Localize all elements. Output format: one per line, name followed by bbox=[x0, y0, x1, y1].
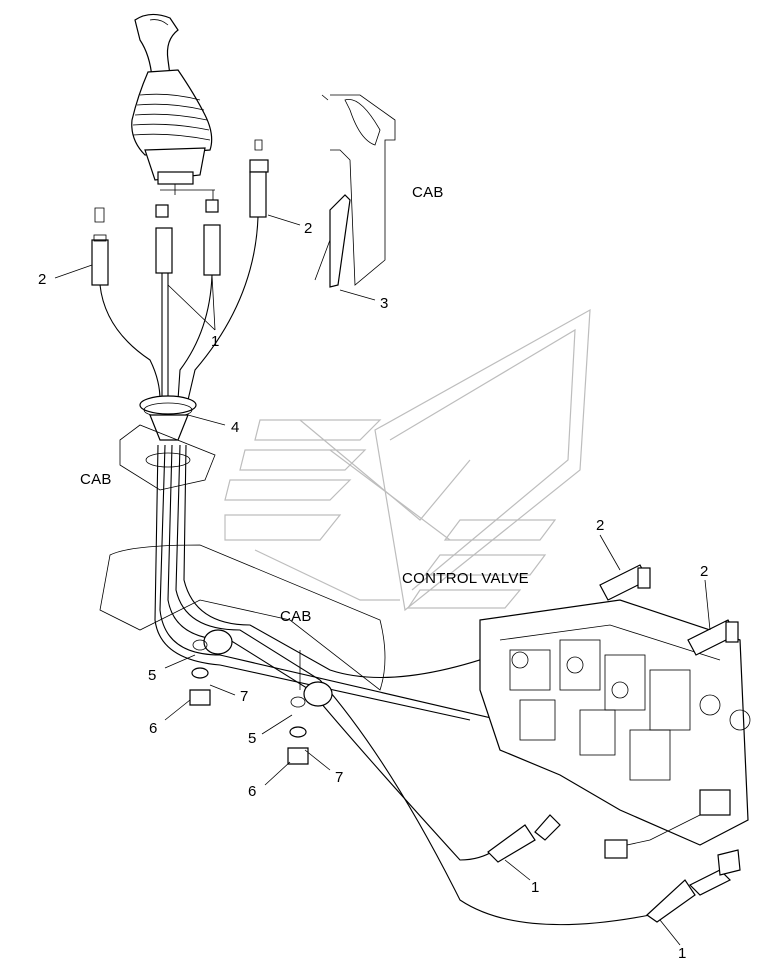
callout-2-cv-a: 2 bbox=[596, 517, 604, 534]
callout-5-b: 5 bbox=[248, 730, 256, 747]
joystick-lever bbox=[131, 13, 215, 200]
grommet bbox=[139, 395, 197, 468]
leader-lines bbox=[54, 214, 711, 946]
label-cab-mid: CAB bbox=[280, 608, 312, 625]
callout-2-left: 2 bbox=[38, 271, 46, 288]
label-cab-top: CAB bbox=[412, 184, 444, 201]
callout-3: 3 bbox=[380, 295, 388, 312]
callout-1-top: 1 bbox=[211, 333, 219, 350]
callout-7-a: 7 bbox=[240, 688, 248, 705]
watermark-logo bbox=[224, 308, 591, 612]
callout-2-top: 2 bbox=[304, 220, 312, 237]
label-cab-left: CAB bbox=[80, 471, 112, 488]
cab-floor-section bbox=[99, 424, 386, 691]
control-valve bbox=[479, 599, 751, 859]
top-connectors bbox=[91, 139, 269, 286]
callout-4: 4 bbox=[231, 419, 239, 436]
callout-6-b: 6 bbox=[248, 783, 256, 800]
callout-1-cv-a: 1 bbox=[531, 879, 539, 896]
label-control-valve: CONTROL VALVE bbox=[402, 570, 529, 587]
callout-6-a: 6 bbox=[149, 720, 157, 737]
callout-2-cv-b: 2 bbox=[700, 563, 708, 580]
callout-5-a: 5 bbox=[148, 667, 156, 684]
callout-1-cv-b: 1 bbox=[678, 945, 686, 962]
cab-pillar bbox=[314, 94, 396, 288]
callout-7-b: 7 bbox=[335, 769, 343, 786]
valve-fittings bbox=[487, 564, 741, 923]
clamps bbox=[189, 629, 333, 765]
